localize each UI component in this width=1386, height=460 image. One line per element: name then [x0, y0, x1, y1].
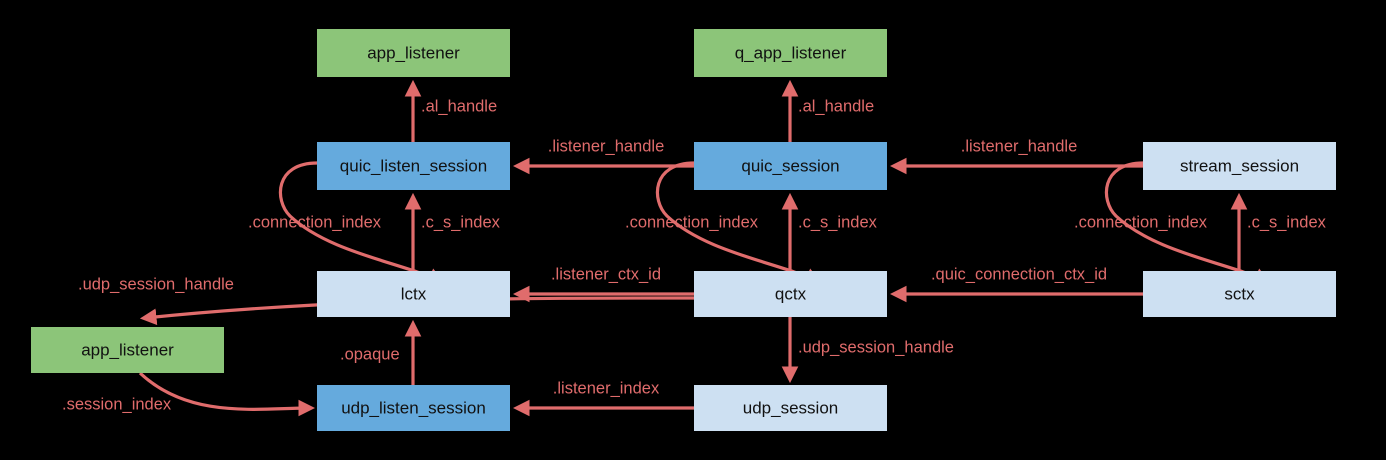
node-quic_listen_session[interactable]: quic_listen_session — [317, 142, 510, 190]
edge-app-listener-to-uls-session-index — [138, 371, 316, 417]
edge-label-qls-to-app-listener: .al_handle — [421, 97, 497, 115]
edge-label-udp-session-to-uls-listener-index: .listener_index — [553, 379, 660, 397]
node-app_listener_top[interactable]: app_listener — [317, 29, 510, 77]
node-q_app_listener[interactable]: q_app_listener — [694, 29, 887, 77]
edge-label-sctx-to-qctx-quic-connection-ctx-id: .quic_connection_ctx_id — [931, 265, 1107, 283]
node-qctx[interactable]: qctx — [694, 271, 887, 317]
node-box-quic_session — [694, 142, 887, 190]
edge-label-qctx-to-qs-c-s-index: .c_s_index — [798, 213, 878, 231]
edge-label-qs-to-qls-listener-handle: .listener_handle — [548, 137, 665, 155]
node-box-qctx — [694, 271, 887, 317]
node-box-stream_session — [1143, 142, 1336, 190]
node-box-quic_listen_session — [317, 142, 510, 190]
edge-qs-to-qctx-connection-index — [655, 161, 822, 284]
edge-qls-to-lctx-connection-index — [278, 161, 445, 284]
edge-label-qctx-to-lctx-listener-ctx-id: .listener_ctx_id — [551, 265, 661, 283]
node-udp_session[interactable]: udp_session — [694, 385, 887, 431]
node-box-udp_session — [694, 385, 887, 431]
node-box-sctx — [1143, 271, 1336, 317]
node-quic_session[interactable]: quic_session — [694, 142, 887, 190]
edge-label-ss-to-sctx-connection-index: .connection_index — [1074, 213, 1208, 231]
edge-label-qs-to-q-app-listener: .al_handle — [798, 97, 874, 115]
edge-label-ss-to-qs-listener-handle: .listener_handle — [961, 137, 1078, 155]
node-stream_session[interactable]: stream_session — [1143, 142, 1336, 190]
node-box-app_listener_bottom — [31, 327, 224, 373]
edge-label-app-listener-to-uls-session-index: .session_index — [62, 395, 172, 413]
node-box-q_app_listener — [694, 29, 887, 77]
edge-label-qctx-to-app-listener-udp-session-handle: .udp_session_handle — [78, 275, 234, 293]
edges-layer — [138, 79, 1271, 417]
node-udp_listen_session[interactable]: udp_listen_session — [317, 385, 510, 431]
node-lctx[interactable]: lctx — [317, 271, 510, 317]
edge-label-qctx-to-udp-session-handle: .udp_session_handle — [798, 338, 954, 356]
edge-label-lctx-to-qls-c-s-index: .c_s_index — [421, 213, 501, 231]
node-box-udp_listen_session — [317, 385, 510, 431]
edge-label-sctx-to-ss-c-s-index: .c_s_index — [1247, 213, 1327, 231]
node-box-lctx — [317, 271, 510, 317]
node-app_listener_bottom[interactable]: app_listener — [31, 327, 224, 373]
edge-label-uls-to-lctx-opaque: .opaque — [340, 345, 400, 363]
edge-label-qs-to-qctx-connection-index: .connection_index — [625, 213, 759, 231]
edge-ss-to-sctx-connection-index — [1104, 161, 1271, 284]
node-sctx[interactable]: sctx — [1143, 271, 1336, 317]
edge-label-qls-to-lctx-connection-index: .connection_index — [248, 213, 382, 231]
node-box-app_listener_top — [317, 29, 510, 77]
